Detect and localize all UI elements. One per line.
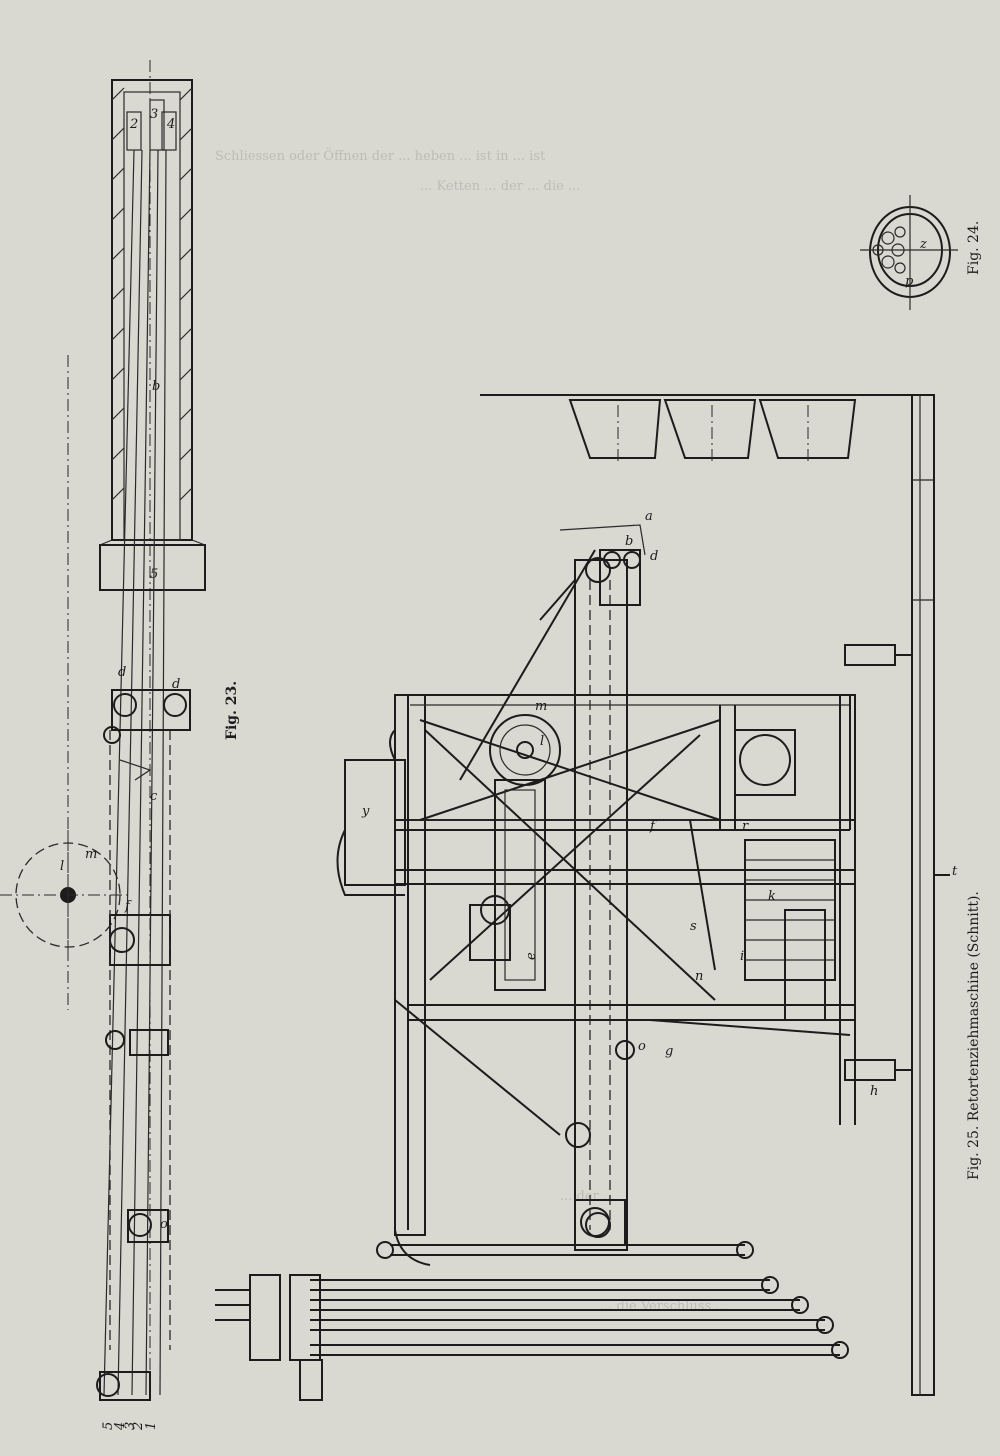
fig23-charge-3 <box>161 111 177 151</box>
figure-25: t a b d <box>215 394 982 1401</box>
show-through-text: Schliessen oder Öffnen der ... heben ...… <box>215 147 728 1314</box>
fig24-label-z: z <box>919 237 927 252</box>
fig25-drive-wheel-l <box>489 714 561 786</box>
fig25-lift-arm-bottom <box>394 999 561 1136</box>
fig25-cross-brace-3 <box>424 729 716 1001</box>
fig23-roller-left <box>113 693 137 717</box>
fig25-frame-top <box>394 694 856 821</box>
fig25-label-s: s <box>690 919 697 934</box>
fig23-guide-c <box>119 759 152 781</box>
ghost-line-3: ... der ... <box>560 1189 615 1204</box>
fig25-label-n: n <box>695 969 703 984</box>
fig23-charge-2 <box>149 99 165 151</box>
fig25-gearbox-teeth <box>745 859 835 961</box>
svg-text:1: 1 <box>144 1422 159 1430</box>
fig25-label-m: m <box>535 699 547 714</box>
fig25-label-d: d <box>650 549 658 564</box>
fig25-control-rods <box>310 1244 840 1356</box>
fig25-boom-sprocket-top <box>585 557 611 583</box>
fig25-motor <box>734 729 796 796</box>
figure-24: z p Fig. 24. <box>860 195 982 310</box>
svg-text:2: 2 <box>131 1422 146 1431</box>
fig23-retort-bore <box>123 91 181 541</box>
fig23-label-o: o <box>160 1217 168 1232</box>
fig23-end-bracket <box>99 1371 151 1401</box>
fig25-label-y: y <box>361 804 370 819</box>
fig25-label-i: i <box>740 949 744 964</box>
svg-text:5: 5 <box>101 1422 116 1430</box>
fig25-label-a: a <box>645 509 653 524</box>
fig25-label-e: e <box>524 952 539 960</box>
fig25-foot-top <box>844 644 896 666</box>
fig24-label-p: p <box>905 274 914 289</box>
fig25-label-f: f <box>649 819 657 834</box>
fig25-boom-tip-links <box>559 524 646 556</box>
fig23-retort-hatching <box>111 87 193 501</box>
fig25-label-r: r <box>742 819 749 834</box>
fig23-label-c: c <box>150 789 158 804</box>
fig25-label-k: k <box>768 889 776 904</box>
fig25-lever-o-knob <box>615 1040 635 1060</box>
fig23-roller-right <box>163 693 187 717</box>
fig25-retort-openings <box>568 399 857 465</box>
fig23-pulley-block <box>109 914 171 966</box>
fig23-drawing-rods <box>103 149 167 1396</box>
fig23-label-retort-3: 3 <box>150 107 158 122</box>
fig23-roller-bracket <box>111 689 191 731</box>
fig25-label-g: g <box>665 1044 673 1059</box>
fig25-frame-mid <box>394 869 856 885</box>
fig25-label-h: h <box>870 1084 878 1099</box>
fig23-caption: Fig. 23. <box>224 681 240 740</box>
fig25-frame-left-post <box>394 694 426 1236</box>
fig25-label-l: l <box>540 734 544 749</box>
fig25-handrail <box>389 729 431 1266</box>
fig23-label-m: m <box>85 847 97 862</box>
fig23-lower-roller-1 <box>105 1030 125 1050</box>
fig23-label-retort-4: 4 <box>166 117 175 132</box>
fig25-control-rod-couplings <box>249 1241 849 1361</box>
fig23-label-f: f <box>124 899 132 914</box>
ghost-line-4: ... die Verschluss ... <box>600 1299 728 1314</box>
svg-text:4: 4 <box>113 1422 128 1431</box>
fig25-boom-head <box>599 549 641 606</box>
fig25-tank-pipe <box>336 829 405 896</box>
fig25-label-t: t <box>952 864 958 879</box>
fig25-caption: Fig. 25. Retortenziehmaschine (Schnitt). <box>966 891 982 1180</box>
fig23-label-l: l <box>60 859 64 874</box>
fig23-lower-bracket-1 <box>129 1029 169 1056</box>
fig25-floor-slab <box>911 394 935 1396</box>
fig25-spur-gear <box>784 909 826 1021</box>
fig23-label-d2: d <box>172 677 180 692</box>
fig25-label-b: b <box>625 534 633 549</box>
fig25-hydraulic-cylinder <box>494 779 546 991</box>
fig24-charge-circles <box>872 226 906 274</box>
fig25-lift-arm-pivot <box>565 1122 591 1148</box>
fig25-label-o: o <box>638 1039 646 1054</box>
fig23-roller-small <box>103 726 121 744</box>
fig23-rod-numbers: 5 4 3 2 1 <box>101 1422 159 1431</box>
fig23-pulley-f <box>109 927 135 953</box>
fig25-gearbox <box>744 839 836 981</box>
fig23-label-retort-2: 2 <box>129 117 138 132</box>
fig24-caption: Fig. 24. <box>966 221 982 275</box>
fig25-boom-sprocket-bottom <box>585 1212 611 1238</box>
fig23-end-roller <box>96 1373 120 1397</box>
fig25-tank-y <box>344 759 406 886</box>
fig25-cross-brace-2 <box>419 719 721 821</box>
fig25-foot-bottom <box>844 1059 896 1081</box>
fig25-boom-foot <box>574 1199 626 1246</box>
ghost-line-2: ... Ketten ... der ... die ... <box>420 179 580 194</box>
ghost-line-1: Schliessen oder Öffnen der ... heben ...… <box>215 147 546 164</box>
figure-23: 2 3 4 b 5 d d c Fig. 23. l m f <box>0 60 240 1431</box>
fig25-pedal <box>299 1359 323 1401</box>
svg-text:3: 3 <box>123 1422 138 1430</box>
fig25-lever-n <box>689 819 716 971</box>
fig25-lever-g <box>649 1019 851 1036</box>
fig23-lower-bracket-2 <box>127 1209 169 1243</box>
fig25-cross-brace-4 <box>429 734 701 981</box>
fig25-lift-arm-top <box>459 549 596 781</box>
fig23-retort-mouth <box>99 544 206 591</box>
fig23-label-d1: d <box>118 665 126 680</box>
